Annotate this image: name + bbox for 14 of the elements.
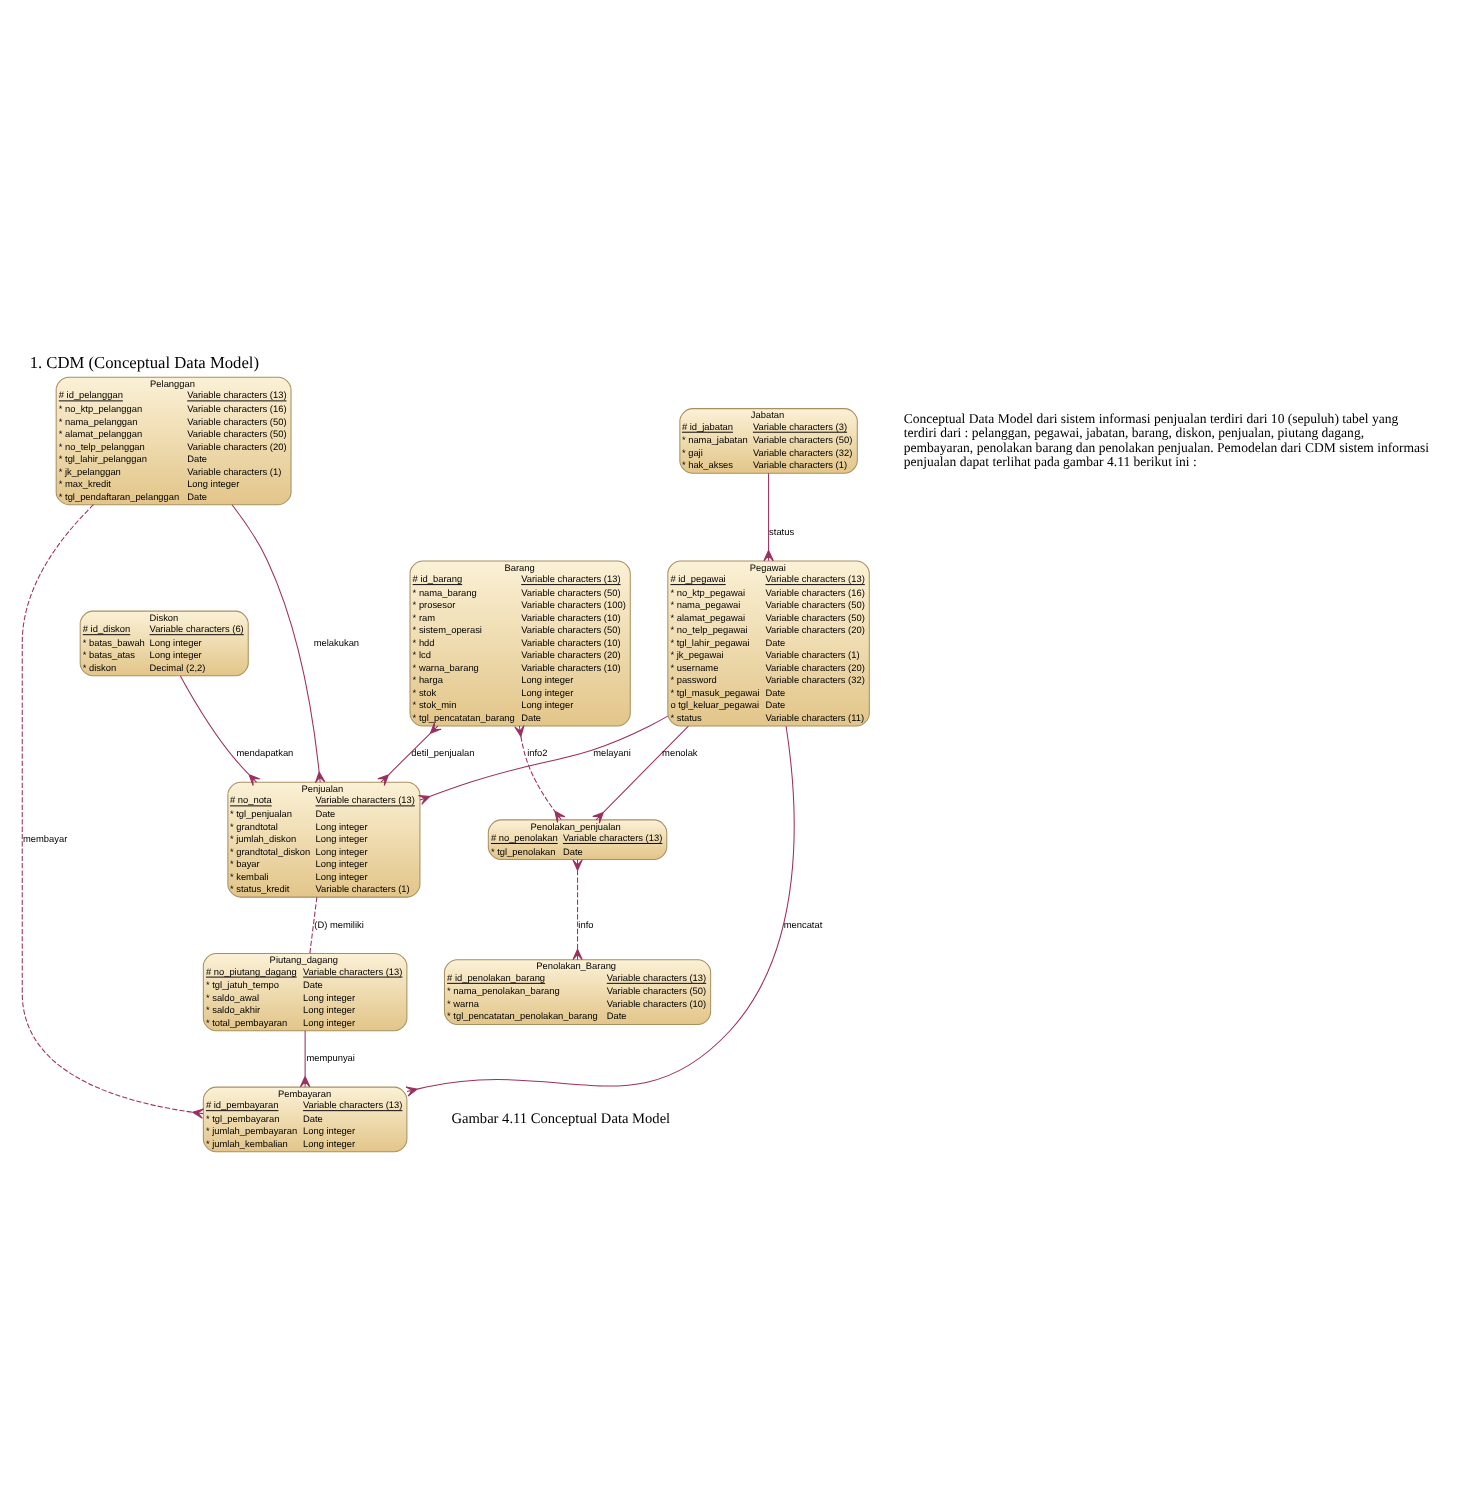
- connector: [571, 858, 582, 960]
- connector: [230, 503, 325, 783]
- connector: [762, 471, 773, 561]
- connector: [178, 674, 260, 785]
- diagram-title: 1. CDM (Conceptual Data Model): [28, 352, 259, 371]
- connector: [298, 1029, 310, 1087]
- connector: [513, 723, 565, 822]
- connector: [20, 503, 204, 1118]
- connector: [404, 724, 794, 1096]
- connector: [308, 895, 317, 953]
- connector: [376, 721, 441, 785]
- caption: Gambar 4.11 Conceptual Data Model: [450, 1108, 670, 1127]
- connector: [416, 714, 668, 804]
- connector: [591, 724, 688, 823]
